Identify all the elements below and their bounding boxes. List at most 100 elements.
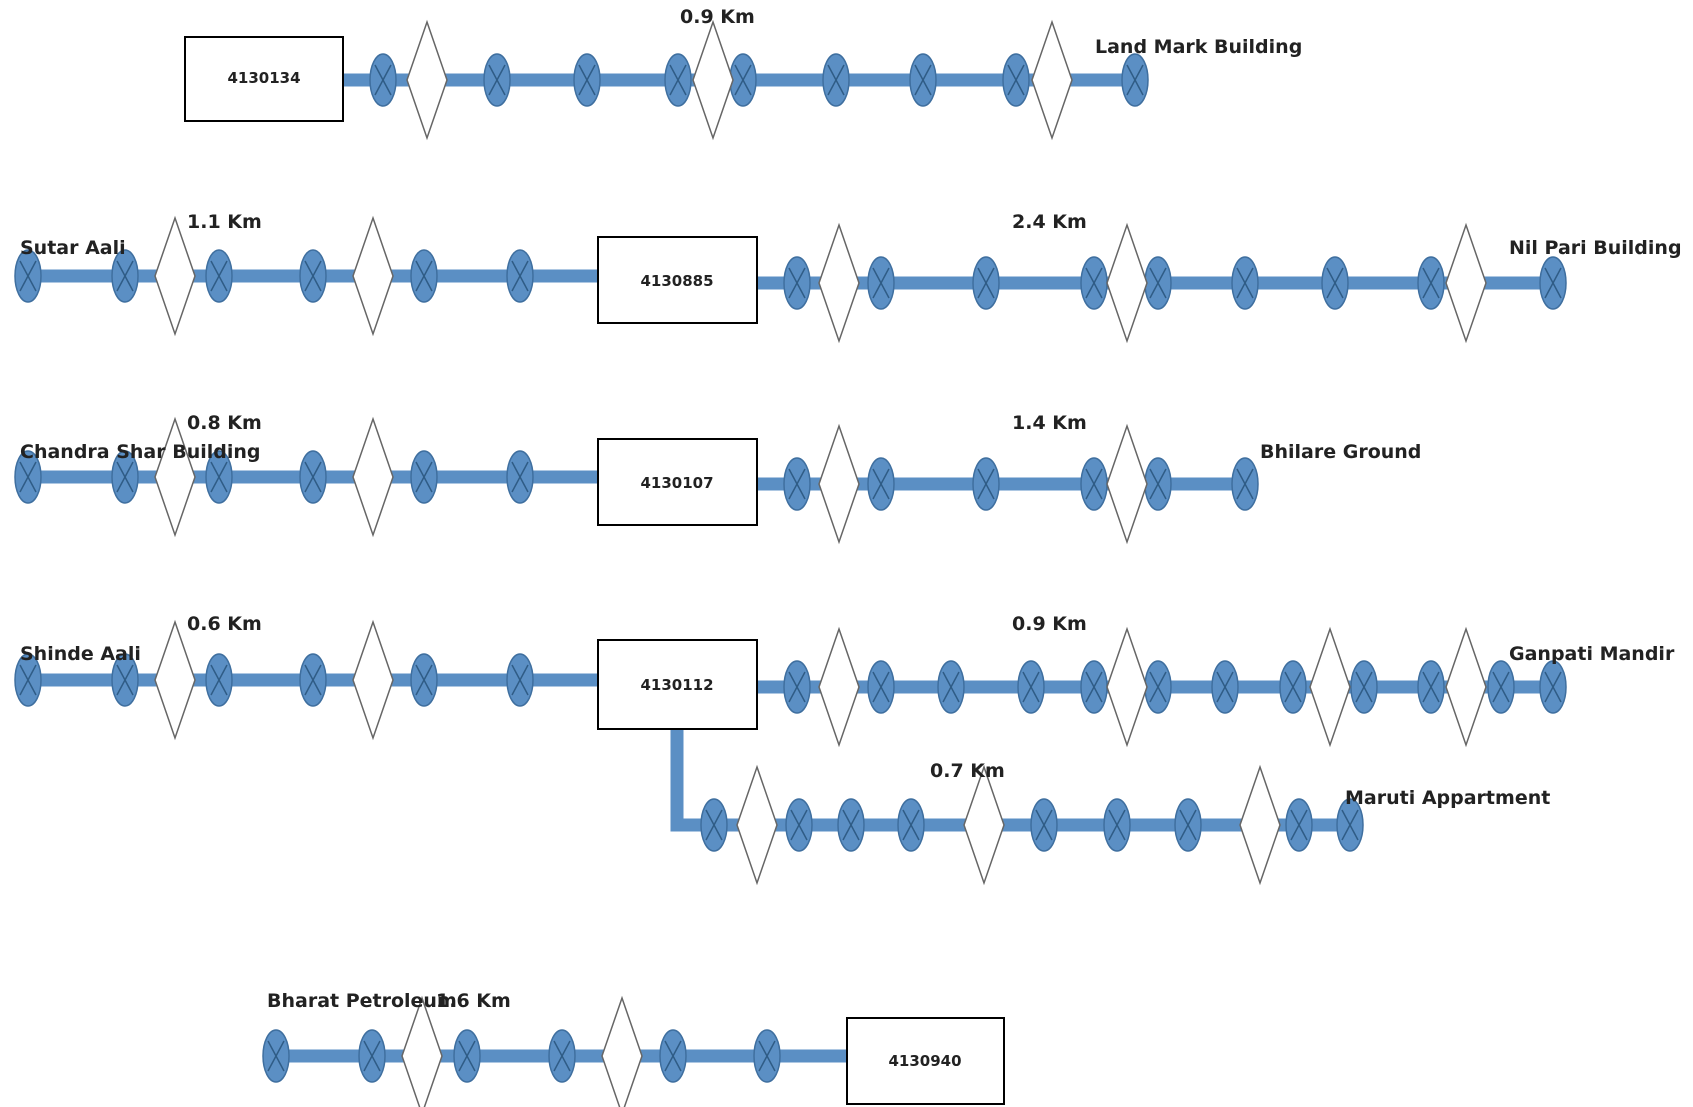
- substation-id: 4130885: [640, 272, 713, 290]
- pole-node: [14, 450, 42, 504]
- pole-node: [1231, 256, 1259, 310]
- pole-node: [1336, 798, 1364, 852]
- pole-node: [205, 653, 233, 707]
- pole-node: [1144, 457, 1172, 511]
- pole-node: [729, 53, 757, 107]
- pole-node: [1002, 53, 1030, 107]
- pole-node: [299, 653, 327, 707]
- line-4130885: 4130885 1.1 Km 2.4 Km Sutar Aali Nil Par…: [14, 211, 1682, 344]
- pole-node: [299, 249, 327, 303]
- pole-group: [783, 457, 1259, 511]
- joint-marker: [154, 416, 196, 538]
- joint-marker: [154, 619, 196, 741]
- pole-node: [1080, 256, 1108, 310]
- joint-group: [818, 222, 1487, 344]
- substation-id: 4130940: [888, 1052, 961, 1070]
- joint-marker: [406, 19, 448, 141]
- place-label: Bharat Petroleum: [267, 990, 457, 1012]
- pole-node: [205, 450, 233, 504]
- pole-node: [785, 798, 813, 852]
- place-label: Land Mark Building: [1095, 36, 1302, 58]
- joint-marker: [818, 222, 860, 344]
- distance-label: 1.4 Km: [1012, 412, 1087, 434]
- pole-node: [1539, 256, 1567, 310]
- joint-marker: [1106, 626, 1148, 748]
- pole-node: [972, 457, 1000, 511]
- joint-marker: [1239, 764, 1281, 886]
- pole-node: [358, 1029, 386, 1083]
- pole-node: [867, 660, 895, 714]
- pole-node: [822, 53, 850, 107]
- substation-box: [597, 438, 758, 526]
- pole-node: [548, 1029, 576, 1083]
- pole-node: [1080, 660, 1108, 714]
- joint-marker: [1106, 423, 1148, 545]
- pole-node: [506, 450, 534, 504]
- joint-marker: [154, 215, 196, 337]
- pole-node: [205, 249, 233, 303]
- distance-label: 1.1 Km: [187, 211, 262, 233]
- substation-box: [597, 639, 758, 730]
- joint-group: [154, 215, 394, 337]
- joint-marker: [1309, 626, 1351, 748]
- place-label: Sutar Aali: [20, 237, 126, 259]
- joint-group: [818, 423, 1148, 545]
- pole-node: [1144, 256, 1172, 310]
- pole-node: [1285, 798, 1313, 852]
- pole-node: [1030, 798, 1058, 852]
- substation-id: 4130107: [640, 474, 713, 492]
- place-label: Bhilare Ground: [1260, 441, 1421, 463]
- pole-node: [783, 457, 811, 511]
- pole-node: [1144, 660, 1172, 714]
- joint-marker: [352, 416, 394, 538]
- distance-label: 0.6 Km: [187, 613, 262, 635]
- joint-marker: [1445, 222, 1487, 344]
- pole-node: [506, 653, 534, 707]
- pole-node: [506, 249, 534, 303]
- joint-marker: [818, 626, 860, 748]
- place-label: Shinde Aali: [20, 643, 141, 665]
- pole-node: [783, 660, 811, 714]
- pole-node: [14, 653, 42, 707]
- pole-node: [1017, 660, 1045, 714]
- distance-label: 0.9 Km: [1012, 613, 1087, 635]
- pole-node: [1417, 256, 1445, 310]
- line-4130940: 4130940 Bharat Petroleum 1.6 Km: [262, 990, 1005, 1107]
- pole-group: [262, 1029, 781, 1083]
- distance-label: 0.9 Km: [680, 6, 755, 28]
- pole-node: [1174, 798, 1202, 852]
- pole-group: [14, 249, 534, 303]
- pole-node: [1321, 256, 1349, 310]
- line-4130134: 4130134 0.9 Km Land Mark Building: [184, 6, 1302, 141]
- pole-group: [14, 653, 534, 707]
- joint-marker: [1445, 626, 1487, 748]
- joint-marker: [352, 215, 394, 337]
- pole-node: [410, 450, 438, 504]
- pole-node: [664, 53, 692, 107]
- pole-node: [1279, 660, 1307, 714]
- pole-node: [369, 53, 397, 107]
- pole-node: [453, 1029, 481, 1083]
- pole-node: [410, 653, 438, 707]
- pole-group: [783, 660, 1567, 714]
- joint-marker: [818, 423, 860, 545]
- substation-box: [184, 36, 344, 122]
- pole-node: [111, 450, 139, 504]
- line-4130107: 4130107 0.8 Km 1.4 Km Chandra Shar Build…: [14, 412, 1421, 545]
- place-label: Ganpati Mandir: [1509, 643, 1675, 665]
- pole-node: [1487, 660, 1515, 714]
- distance-label: 0.8 Km: [187, 412, 262, 434]
- joint-group: [154, 619, 394, 741]
- pole-node: [1417, 660, 1445, 714]
- joint-marker: [1031, 19, 1073, 141]
- pole-node: [753, 1029, 781, 1083]
- joint-marker: [601, 995, 643, 1107]
- pole-group: [14, 450, 534, 504]
- pole-node: [867, 256, 895, 310]
- pole-node: [1121, 53, 1149, 107]
- pole-node: [1350, 660, 1378, 714]
- joint-group: [401, 995, 643, 1107]
- pole-group: [700, 798, 1364, 852]
- joint-group: [406, 19, 1073, 141]
